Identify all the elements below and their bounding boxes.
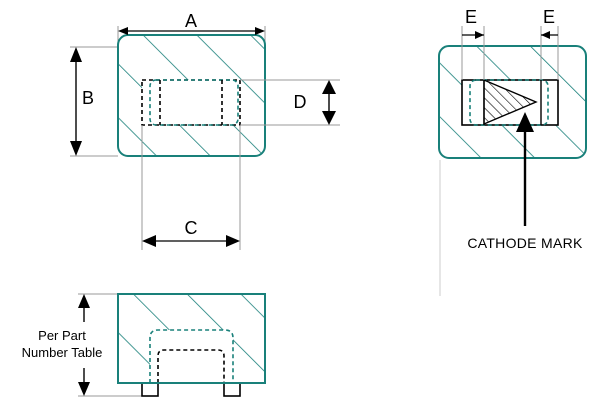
cathode-mark — [483, 78, 538, 126]
top-view: A B D C — [70, 11, 340, 250]
pad-outline — [141, 79, 241, 126]
arrowhead — [475, 31, 484, 39]
arrowhead — [78, 294, 90, 308]
thickness-label-line2: Number Table — [22, 345, 103, 360]
dimension-label-b: B — [82, 88, 94, 108]
arrowhead — [142, 235, 156, 247]
arrowhead — [70, 141, 82, 156]
terminal-outline — [469, 79, 549, 126]
device-outline — [157, 349, 225, 383]
arrowhead — [322, 80, 336, 94]
arrowhead — [516, 112, 534, 132]
cathode-view: E E CATHODE MARK — [438, 7, 587, 296]
arrowhead — [255, 27, 265, 35]
dimension-label-e-left: E — [465, 7, 477, 27]
dimension-label-c: C — [185, 218, 198, 238]
arrowhead — [118, 27, 128, 35]
arrowhead — [226, 235, 240, 247]
arrowhead — [541, 31, 550, 39]
arrowhead — [70, 47, 82, 62]
dimension-label-e-right: E — [543, 7, 555, 27]
arrowhead — [322, 111, 336, 125]
side-view: Per Part Number Table — [22, 293, 266, 397]
terminal-foot — [223, 382, 241, 397]
dimension-label-a: A — [185, 11, 197, 31]
terminal-outline — [149, 329, 234, 383]
cathode-mark-label: CATHODE MARK — [467, 235, 583, 251]
thickness-label-line1: Per Part — [38, 328, 86, 343]
arrowhead — [78, 382, 90, 396]
dimension-label-d: D — [294, 92, 307, 112]
terminal-outline — [149, 79, 239, 126]
terminal-foot — [141, 382, 159, 397]
